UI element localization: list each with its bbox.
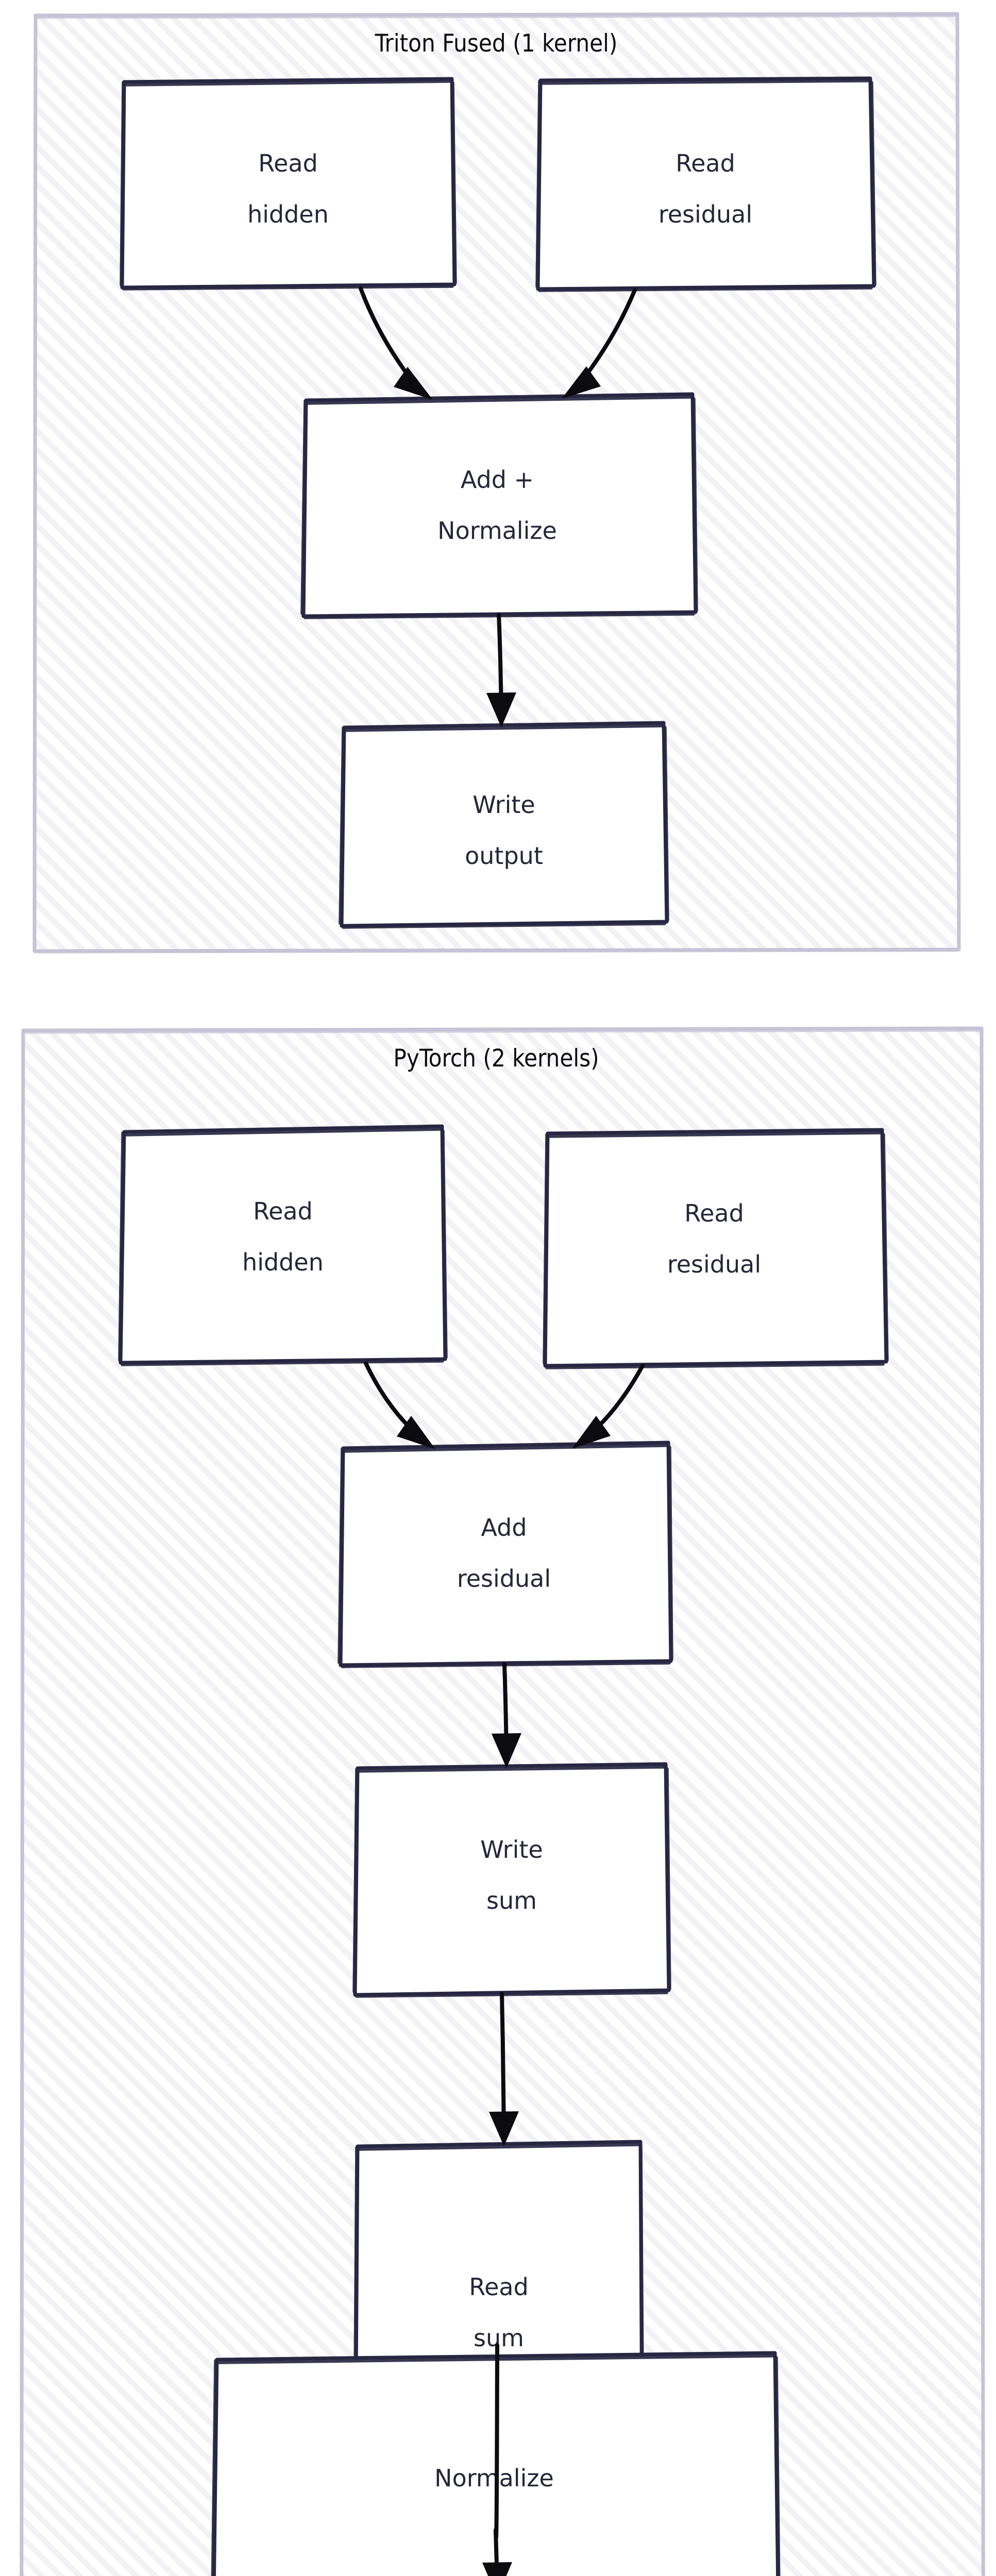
node-t-read-residual-line1: Read — [676, 149, 735, 177]
node-t-write-output[interactable]: Write output — [339, 721, 669, 929]
node-p-write-sum-line2: sum — [486, 1887, 537, 1914]
node-t-read-hidden-line2: hidden — [247, 200, 329, 228]
subgraph-triton: Triton Fused (1 kernel) Read hidden Read… — [32, 12, 961, 954]
subgraph-pytorch-title: PyTorch (2 kernels) — [393, 1044, 599, 1073]
edge-p-writesum-to-readsum — [489, 1992, 519, 2146]
edge-p-residual-to-add — [572, 1364, 645, 1449]
node-p-add-residual-line1: Add — [481, 1514, 527, 1541]
edge-t-add-to-write — [486, 613, 516, 727]
node-p-read-residual-line1: Read — [684, 1199, 744, 1227]
subgraph-triton-title: Triton Fused (1 kernel) — [375, 29, 618, 58]
edge-t-hidden-to-add — [359, 286, 433, 400]
node-p-read-residual-line2: residual — [667, 1250, 761, 1278]
edge-p-add-to-writesum — [492, 1662, 521, 1768]
node-p-add-residual-line2: residual — [457, 1565, 551, 1592]
node-p-write-sum-line1: Write — [480, 1836, 543, 1863]
node-t-read-residual[interactable]: Read residual — [535, 76, 876, 292]
node-p-read-residual[interactable]: Read residual — [543, 1128, 889, 1369]
node-t-add-normalize-line2: Normalize — [437, 517, 557, 545]
edge-p-readsum-to-normalize — [482, 2343, 512, 2576]
subgraph-triton-frame-sketch — [32, 14, 960, 954]
subgraph-pytorch: PyTorch (2 kernels) Read hidden Read res… — [20, 1026, 985, 2576]
edge-p-hidden-to-add — [364, 1361, 435, 1449]
subgraph-pytorch-frame-sketch — [20, 1029, 984, 2576]
node-p-read-hidden-line2: hidden — [242, 1248, 324, 1276]
node-t-read-hidden-line1: Read — [258, 149, 318, 177]
node-p-add-residual[interactable]: Add residual — [337, 1440, 673, 1668]
node-t-read-residual-line2: residual — [659, 200, 752, 228]
node-p-read-sum-line1: Read — [469, 2273, 529, 2301]
node-t-write-output-line2: output — [465, 842, 543, 870]
edge-t-residual-to-add — [562, 288, 637, 399]
node-t-add-normalize[interactable]: Add + Normalize — [300, 392, 698, 619]
node-p-read-hidden[interactable]: Read hidden — [118, 1124, 448, 1366]
node-t-write-output-line1: Write — [472, 791, 535, 819]
node-p-read-hidden-line1: Read — [253, 1197, 313, 1225]
node-t-read-hidden[interactable]: Read hidden — [120, 77, 457, 291]
node-p-normalize-line1: Normalize — [434, 2464, 554, 2492]
node-p-write-sum[interactable]: Write sum — [352, 1762, 671, 1998]
node-t-add-normalize-line1: Add + — [461, 466, 534, 494]
